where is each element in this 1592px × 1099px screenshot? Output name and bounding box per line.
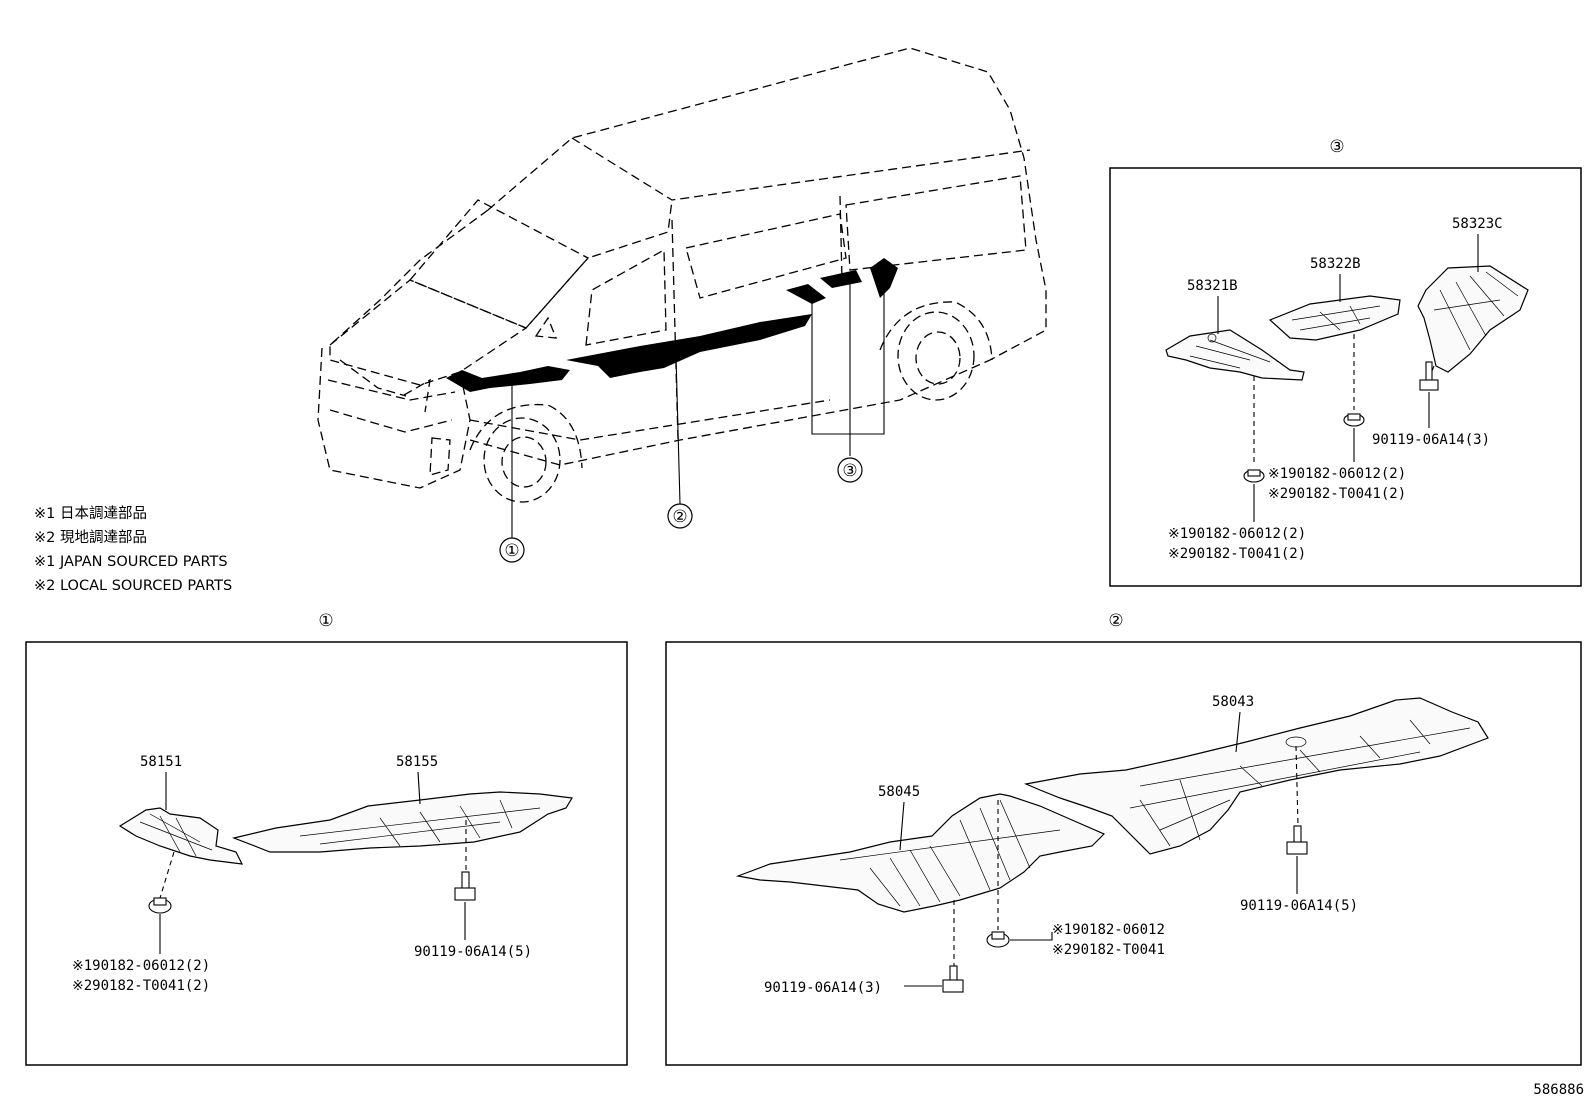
- note-local-en: ※2 LOCAL SOURCED PARTS: [34, 578, 232, 594]
- panel-3-title: ③: [1329, 137, 1344, 157]
- panel-1-title: ①: [318, 611, 333, 631]
- clip-icon: [986, 931, 1010, 948]
- figure-id: 586886: [1533, 1082, 1584, 1098]
- label-bolt-58043: 90119-06A14(5): [1240, 898, 1358, 914]
- detail-panel-2: ② 58043 58045 90119-06A14(5) ※190182-060…: [665, 611, 1582, 1066]
- label-clip-58321b-1: ※190182-06012(2): [1168, 526, 1306, 542]
- label-58045: 58045: [878, 784, 920, 800]
- label-58321b: 58321B: [1187, 278, 1238, 294]
- callout-3-van: ③: [837, 457, 863, 483]
- van-shield-rear-b: [820, 270, 862, 288]
- bolt-icon: [942, 965, 964, 993]
- label-58322b: 58322B: [1310, 256, 1361, 272]
- clip-icon: [1343, 413, 1365, 427]
- svg-text:①: ①: [504, 541, 519, 561]
- part-58322b-shape: [1268, 295, 1401, 341]
- label-58155: 58155: [396, 754, 438, 770]
- part-58043-shape: [1023, 697, 1489, 855]
- label-clip-1: ※190182-06012(2): [72, 958, 210, 974]
- label-clip-58322b-1: ※190182-06012(2): [1268, 466, 1406, 482]
- callout-2-van: ②: [667, 503, 693, 529]
- bolt-icon: [1286, 825, 1308, 855]
- label-58043: 58043: [1212, 694, 1254, 710]
- clip-icon: [1243, 469, 1265, 483]
- source-notes: ※1 日本調達部品 ※2 現地調達部品 ※1 JAPAN SOURCED PAR…: [34, 505, 232, 594]
- detail-panel-3: ③ 58321B 58322B 58323C 90119-06A14(3): [1109, 137, 1582, 587]
- note-japan-en: ※1 JAPAN SOURCED PARTS: [34, 554, 228, 570]
- label-clip-58045-2: ※290182-T0041: [1052, 942, 1165, 958]
- note-local-jp: ※2 現地調達部品: [34, 529, 147, 546]
- label-clip-58322b-2: ※290182-T0041(2): [1268, 486, 1406, 502]
- label-bolt-58045: 90119-06A14(3): [764, 980, 882, 996]
- van-shield-front: [446, 366, 570, 392]
- label-clip-2: ※290182-T0041(2): [72, 978, 210, 994]
- part-58151-shape: [118, 807, 244, 865]
- label-bolt: 90119-06A14(5): [414, 944, 532, 960]
- panel-2-title: ②: [1108, 611, 1123, 631]
- label-clip-58321b-2: ※290182-T0041(2): [1168, 546, 1306, 562]
- van-shield-rear-a: [786, 284, 826, 304]
- part-58155-shape: [231, 791, 573, 853]
- bolt-icon: [1419, 361, 1439, 391]
- van-callout-leaders: [511, 276, 885, 538]
- bolt-icon: [454, 871, 476, 901]
- svg-text:②: ②: [672, 507, 687, 527]
- van-illustration: [317, 47, 1047, 503]
- detail-panel-1: ① 58151 58155 ※190182-06012(2) ※290182-T…: [25, 611, 628, 1066]
- van-shield-middle: [566, 314, 812, 378]
- callout-1-van: ①: [499, 537, 525, 563]
- part-58045-shape: [735, 793, 1106, 913]
- van-shield-highlights: [446, 258, 898, 392]
- note-japan-jp: ※1 日本調達部品: [34, 505, 147, 522]
- label-bolt-58323c: 90119-06A14(3): [1372, 432, 1490, 448]
- label-58151: 58151: [140, 754, 182, 770]
- svg-text:③: ③: [842, 461, 857, 481]
- part-58323c-shape: [1417, 265, 1529, 373]
- clip-icon: [148, 897, 172, 914]
- label-clip-58045-1: ※190182-06012: [1052, 922, 1165, 938]
- part-58321b-shape: [1165, 329, 1305, 381]
- label-58323c: 58323C: [1452, 216, 1503, 232]
